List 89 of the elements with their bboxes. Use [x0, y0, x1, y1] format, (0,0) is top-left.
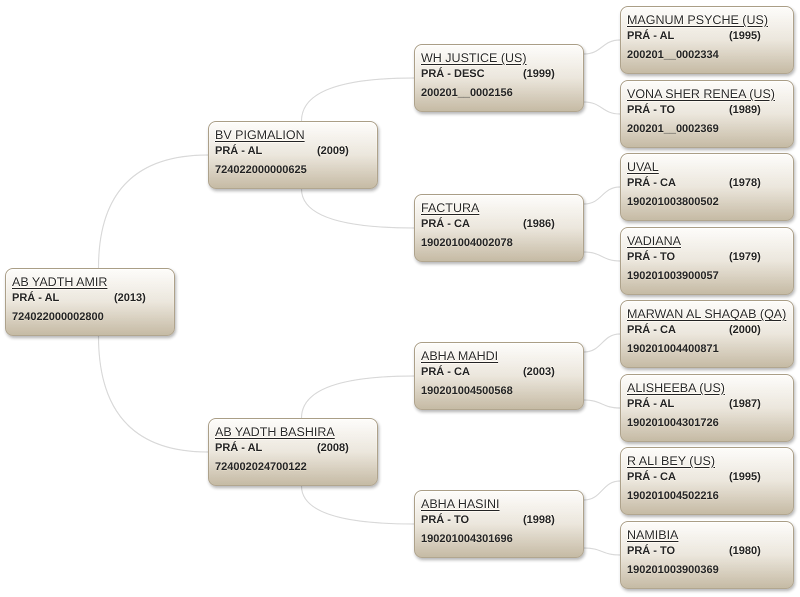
pedigree-card: [620, 447, 794, 515]
horse-name: ABHA MAHDI: [421, 349, 498, 363]
connector-line: [584, 186, 620, 205]
registration-number: 190201004002078: [421, 237, 513, 249]
connector-line: [300, 77, 414, 122]
registration-number: 200201__0002369: [627, 123, 719, 135]
connector-line: [300, 486, 414, 525]
birth-year: (2008): [317, 441, 349, 456]
pedigree-card: [620, 300, 794, 368]
pedigree-card: [620, 153, 794, 221]
horse-name: FACTURA: [421, 201, 480, 215]
horse-name: ALISHEEBA (US): [627, 381, 725, 395]
birth-year: (1998): [523, 513, 555, 528]
breed-code: PRÁ - CA: [627, 323, 676, 338]
breed-code: PRÁ - AL: [627, 397, 674, 412]
horse-name: VADIANA: [627, 234, 681, 248]
birth-year: (1986): [523, 217, 555, 232]
breed-code: PRÁ - TO: [627, 544, 676, 559]
horse-name: AB YADTH AMIR: [12, 275, 108, 289]
breed-code: PRÁ - AL: [627, 29, 674, 44]
horse-name: NAMIBIA: [627, 528, 678, 542]
breed-code: PRÁ - TO: [627, 250, 676, 265]
birth-year: (2003): [523, 365, 555, 380]
breed-code: PRÁ - AL: [215, 441, 262, 456]
horse-name: AB YADTH BASHIRA: [215, 425, 335, 439]
pedigree-card: [620, 374, 794, 442]
horse-name: BV PIGMALION: [215, 128, 305, 142]
connector-line: [584, 399, 620, 409]
breed-code: PRÁ - AL: [12, 291, 60, 306]
connector-line: [98, 154, 208, 268]
breed-code: PRÁ - AL: [215, 144, 262, 159]
breed-code: PRÁ - DESC: [421, 67, 485, 82]
registration-number: 190201004301726: [627, 417, 719, 429]
registration-number: 200201__0002334: [627, 49, 719, 61]
connector-line: [584, 547, 620, 556]
pedigree-card: [414, 44, 584, 112]
breed-code: PRÁ - CA: [627, 470, 676, 485]
registration-number: 190201004500568: [421, 385, 513, 397]
horse-name: MARWAN AL SHAQAB (QA): [627, 307, 786, 321]
pedigree-card: [620, 521, 794, 589]
registration-number: 724002024700122: [215, 461, 307, 473]
connector-line: [300, 188, 414, 229]
birth-year: (2013): [114, 291, 146, 306]
horse-name: UVAL: [627, 160, 659, 174]
horse-name: R ALI BEY (US): [627, 454, 715, 468]
registration-number: 200201__0002156: [421, 87, 513, 99]
horse-name: ABHA HASINI: [421, 497, 500, 511]
horse-name: WH JUSTICE (US): [421, 51, 527, 65]
registration-number: 724022000002800: [12, 311, 104, 323]
connector-line: [300, 375, 414, 418]
connector-line: [584, 251, 620, 262]
pedigree-card: [414, 342, 584, 410]
breed-code: PRÁ - TO: [421, 513, 470, 528]
birth-year: (2009): [317, 144, 349, 159]
breed-code: PRÁ - CA: [421, 217, 470, 232]
registration-number: 190201003900369: [627, 564, 719, 576]
breed-code: PRÁ - CA: [627, 176, 676, 191]
birth-year: (1999): [523, 67, 555, 82]
birth-year: (1979): [729, 250, 761, 265]
registration-number: 724022000000625: [215, 164, 307, 176]
pedigree-card: [620, 227, 794, 295]
connector-line: [98, 336, 208, 453]
pedigree-card: [414, 490, 584, 558]
pedigree-card: [5, 268, 175, 336]
pedigree-card: [208, 418, 378, 486]
breed-code: PRÁ - CA: [421, 365, 470, 380]
birth-year: (1995): [729, 29, 761, 44]
birth-year: (1987): [729, 397, 761, 412]
pedigree-card: [620, 80, 794, 148]
registration-number: 190201003800502: [627, 196, 719, 208]
registration-number: 190201004400871: [627, 343, 719, 355]
connector-line: [584, 39, 620, 55]
connector-line: [584, 101, 620, 115]
horse-name: MAGNUM PSYCHE (US): [627, 13, 768, 27]
registration-number: 190201003900057: [627, 270, 719, 282]
birth-year: (1978): [729, 176, 761, 191]
pedigree-card: [208, 121, 378, 189]
breed-code: PRÁ - TO: [627, 103, 676, 118]
birth-year: (1995): [729, 470, 761, 485]
birth-year: (2000): [729, 323, 761, 338]
connector-line: [584, 333, 620, 353]
birth-year: (1980): [729, 544, 761, 559]
connector-line: [584, 480, 620, 501]
registration-number: 190201004502216: [627, 490, 719, 502]
horse-name: VONA SHER RENEA (US): [627, 87, 775, 101]
pedigree-card: [620, 6, 794, 74]
birth-year: (1989): [729, 103, 761, 118]
pedigree-card: [414, 194, 584, 262]
registration-number: 190201004301696: [421, 533, 513, 545]
